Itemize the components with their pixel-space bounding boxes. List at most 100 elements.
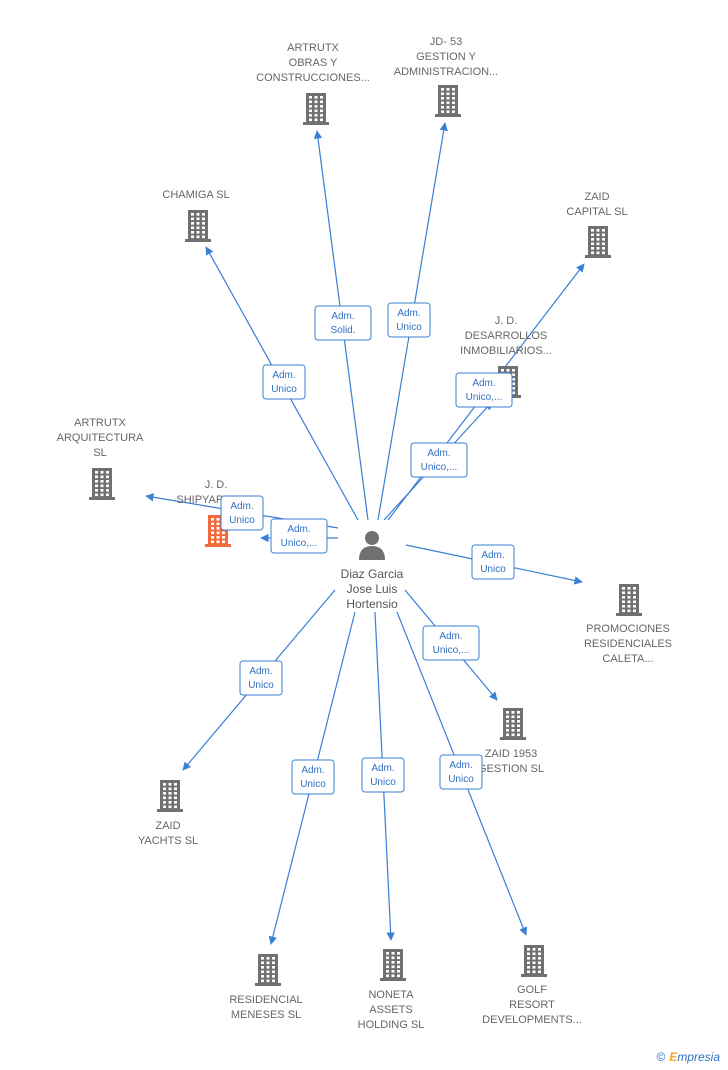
company-name-line: J. D. [205, 479, 228, 491]
company-name-line: ZAID [155, 820, 180, 832]
role-badge-box [410, 442, 468, 478]
role-text: Unico,... [466, 392, 503, 403]
role-badge-box [220, 495, 264, 531]
company-node-artrutx-obras[interactable]: ARTRUTX OBRAS Y CONSTRUCCIONES... [256, 42, 370, 125]
role-text: Adm. [301, 765, 324, 776]
role-badge-box [455, 372, 513, 408]
role-badge-golf[interactable]: Adm.Unico [439, 754, 483, 790]
company-name-line: ZAID [584, 191, 609, 203]
role-text: Adm. [331, 311, 354, 322]
brand-name: mpresia [677, 1050, 720, 1064]
company-name-line: GESTION SL [478, 763, 544, 775]
building-icon [157, 780, 183, 812]
building-icon [380, 949, 406, 981]
role-text: Adm. [481, 550, 504, 561]
company-name-line: ADMINISTRACION... [394, 66, 499, 78]
role-badge-jd-desarrollos[interactable]: Adm. Unico,... [410, 442, 468, 478]
role-text: Unico,... [421, 462, 458, 473]
company-node-chamiga[interactable]: CHAMIGA SL [162, 189, 230, 242]
company-name-line: CHAMIGA SL [162, 189, 229, 201]
role-text: Unico [370, 777, 396, 788]
role-badge-noneta[interactable]: Adm. Unico [361, 757, 405, 793]
company-name-line: HOLDING SL [358, 1019, 425, 1031]
role-badge-zaid1953[interactable]: Adm. Unico,... [422, 625, 480, 661]
role-text: Unico [271, 384, 297, 395]
building-icon [89, 468, 115, 500]
role-text: Solid. [330, 325, 355, 336]
company-name-line: NONETA [368, 989, 414, 1001]
company-name-line: ASSETS [369, 1004, 412, 1016]
role-text: Unico [248, 680, 274, 691]
role-badge-box [471, 544, 515, 580]
company-name-line: OBRAS Y [289, 57, 338, 69]
role-text: Unico [480, 564, 506, 575]
role-text: Adm. [272, 370, 295, 381]
role-badge-jd53[interactable]: Adm. Unico [387, 302, 431, 338]
company-node-promociones[interactable]: PROMOCIONESRESIDENCIALESCALETA... [584, 584, 672, 665]
building-icon [303, 93, 329, 125]
company-name-line: MENESES SL [231, 1009, 301, 1021]
company-name-line: SL [93, 447, 106, 459]
company-name-line: GOLF [517, 984, 547, 996]
company-node-noneta[interactable]: NONETA ASSETS HOLDING SL [358, 949, 425, 1031]
company-name-line: CAPITAL SL [566, 206, 627, 218]
person-name-line: Hortensio [346, 597, 398, 611]
building-icon [500, 708, 526, 740]
company-name-line: CONSTRUCCIONES... [256, 72, 370, 84]
person-name-line: Jose Luis [347, 582, 398, 596]
role-text: Adm. [287, 524, 310, 535]
person-icon [359, 531, 385, 560]
role-text: Adm. [449, 760, 472, 771]
company-node-golf[interactable]: GOLFRESORTDEVELOPMENTS... [482, 945, 582, 1026]
company-name-line: PROMOCIONES [586, 623, 670, 635]
company-name-line: RESIDENCIALES [584, 638, 672, 650]
role-badge-box [239, 660, 283, 696]
building-icon [435, 85, 461, 117]
role-badge-box [270, 518, 328, 554]
role-badge-box [361, 757, 405, 793]
role-badge-residencial[interactable]: Adm. Unico [291, 759, 335, 795]
company-name-line: ZAID 1953 [485, 748, 538, 760]
company-name-line: RESIDENCIAL [229, 994, 302, 1006]
company-name-line: ARTRUTX [287, 42, 339, 54]
role-badge-zaid-capital[interactable]: Adm.Unico,... [455, 372, 513, 408]
company-name-line: ARQUITECTURA [57, 432, 144, 444]
company-name-line: INMOBILIARIOS... [460, 345, 552, 357]
edge-labels-layer: Adm.Solid.Adm.UnicoAdm.UnicoAdm.Unico,..… [220, 302, 515, 795]
role-badge-chamiga[interactable]: Adm. Unico [262, 364, 306, 400]
company-node-jd53[interactable]: JD- 53 GESTION Y ADMINISTRACION... [394, 36, 499, 117]
role-text: Adm. [371, 763, 394, 774]
role-text: Unico [396, 322, 422, 333]
company-name-line: JD- 53 [430, 36, 462, 48]
role-badge-artrutx-arq[interactable]: Adm.Unico [220, 495, 264, 531]
company-node-zaid-capital[interactable]: ZAID CAPITAL SL [566, 191, 628, 258]
company-name-line: GESTION Y [416, 51, 476, 63]
role-text: Adm. [249, 666, 272, 677]
company-name-line: RESORT [509, 999, 555, 1011]
role-text: Adm. [439, 631, 462, 642]
building-icon [585, 226, 611, 258]
role-badge-box [291, 759, 335, 795]
role-text: Unico,... [433, 645, 470, 656]
company-node-residencial[interactable]: RESIDENCIAL MENESES SL [229, 954, 303, 1021]
role-text: Adm. [427, 448, 450, 459]
role-badge-artrutx-obras[interactable]: Adm. Solid. [314, 305, 372, 341]
role-badge-promociones[interactable]: Adm. Unico [471, 544, 515, 580]
building-icon [521, 945, 547, 977]
role-badge-jd-shipyards[interactable]: Adm. Unico,... [270, 518, 328, 554]
role-badge-zaid-yachts[interactable]: Adm. Unico [239, 660, 283, 696]
role-text: Unico [300, 779, 326, 790]
building-icon [255, 954, 281, 986]
footer-brand: ©Empresia [656, 1050, 720, 1064]
nodes-layer: ARTRUTX OBRAS Y CONSTRUCCIONES... JD- 53 GES… [57, 36, 672, 1031]
role-badge-box [262, 364, 306, 400]
building-icon [616, 584, 642, 616]
role-text: Adm. [397, 308, 420, 319]
role-text: Adm. [230, 501, 253, 512]
role-text: Unico,... [281, 538, 318, 549]
